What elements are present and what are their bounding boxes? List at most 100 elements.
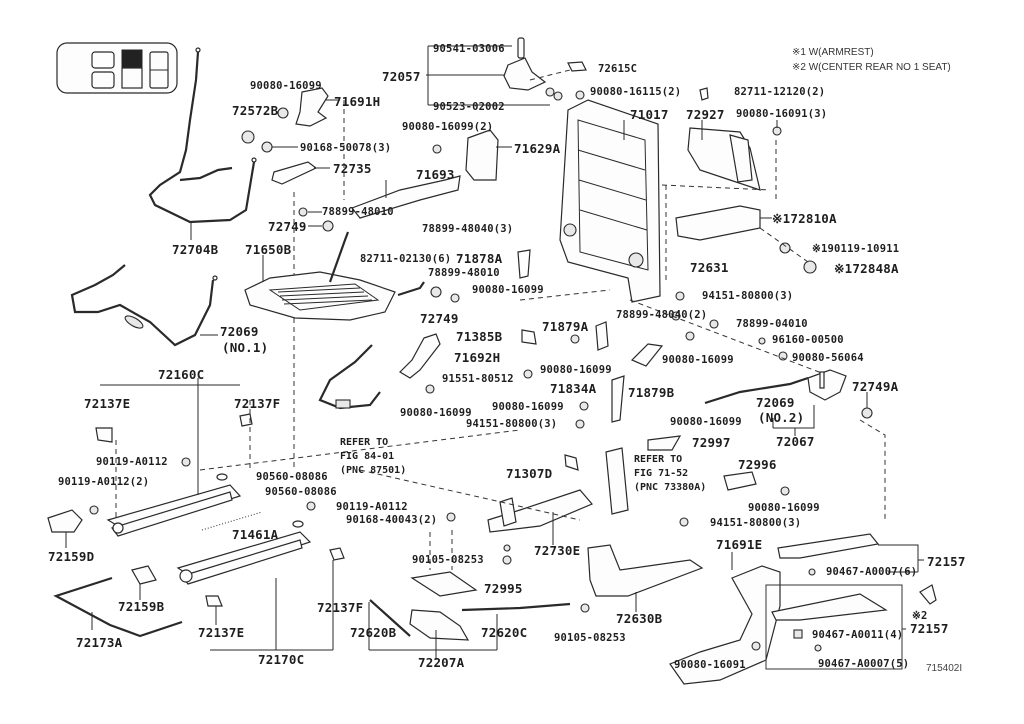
part-label[interactable]: 72749 <box>268 219 307 234</box>
part-label[interactable]: 72057 <box>382 69 421 84</box>
part-label[interactable]: 90105-08253 <box>554 632 626 644</box>
bracket-72207a <box>409 609 470 641</box>
part-label[interactable]: 90080-56064 <box>792 352 864 364</box>
part-label[interactable]: 72620B <box>350 625 397 640</box>
part-label[interactable]: ※172810A <box>772 211 837 226</box>
part-label[interactable]: 72927 <box>686 107 725 122</box>
part-label[interactable]: 72137E <box>198 625 245 640</box>
seat-track-72170c <box>176 531 312 585</box>
part-label[interactable]: 72572B <box>232 103 279 118</box>
part-label[interactable]: 78899-48040(3) <box>422 223 514 235</box>
part-label[interactable]: 90119-A0112 <box>96 456 168 468</box>
part-label[interactable]: 71879B <box>628 385 675 400</box>
part-label[interactable]: 71879A <box>542 319 589 334</box>
part-label[interactable]: 82711-02130(6) <box>360 253 452 265</box>
window-switch-panel-icon <box>56 42 178 94</box>
screw-90080-16099-a <box>277 107 289 119</box>
part-label[interactable]: 71834A <box>550 381 597 396</box>
part-label[interactable]: (NO.1) <box>222 340 269 355</box>
part-label[interactable]: 72137E <box>84 396 131 411</box>
cover-71629a <box>465 129 499 181</box>
part-label[interactable]: 71878A <box>456 251 503 266</box>
part-label[interactable]: 71650B <box>245 242 292 257</box>
part-label[interactable]: 71692H <box>454 350 501 365</box>
part-label[interactable]: 72615C <box>598 63 638 75</box>
part-label[interactable]: 72137F <box>234 396 281 411</box>
part-label[interactable]: 78899-48010 <box>428 267 500 279</box>
part-label[interactable]: 72067 <box>776 434 815 449</box>
part-label[interactable]: ※190119-10911 <box>812 243 900 255</box>
part-label[interactable]: (NO.2) <box>758 410 805 425</box>
part-label[interactable]: 72620C <box>481 625 528 640</box>
part-label[interactable]: 72173A <box>76 635 123 650</box>
part-label[interactable]: 90105-08253 <box>412 554 484 566</box>
part-label[interactable]: 90560-08086 <box>256 471 328 483</box>
part-label[interactable]: 94151-80800(3) <box>466 418 558 430</box>
part-label[interactable]: 72749 <box>420 311 459 326</box>
part-label[interactable]: 72630B <box>616 611 663 626</box>
part-label[interactable]: 90080-16091 <box>674 659 746 671</box>
part-label[interactable]: 72995 <box>484 581 523 596</box>
part-label[interactable]: 90080-16091(3) <box>736 108 828 120</box>
part-label[interactable]: 82711-12120(2) <box>734 86 826 98</box>
part-label[interactable]: 72160C <box>158 367 205 382</box>
part-label[interactable]: 72735 <box>333 161 372 176</box>
bushing-72749a <box>861 407 873 419</box>
part-label[interactable]: 72069 <box>756 395 795 410</box>
part-label[interactable]: 94151-80800(3) <box>710 517 802 529</box>
part-label[interactable]: 72157 <box>910 621 949 636</box>
part-label[interactable]: 90080-16099 <box>670 416 742 428</box>
part-label[interactable]: 72996 <box>738 457 777 472</box>
part-label[interactable]: 96160-00500 <box>772 334 844 346</box>
part-label[interactable]: 90080-16099(2) <box>402 121 494 133</box>
part-label[interactable]: 72159B <box>118 599 165 614</box>
part-label[interactable]: 71385B <box>456 329 503 344</box>
part-label[interactable]: 90467-A0007(6) <box>826 566 918 578</box>
part-label[interactable]: 90080-16099 <box>748 502 820 514</box>
part-label[interactable]: 72207A <box>418 655 465 670</box>
part-label[interactable]: 78899-48040(2) <box>616 309 708 321</box>
part-label[interactable]: 72730E <box>534 543 581 558</box>
part-label[interactable]: 90560-08086 <box>265 486 337 498</box>
part-label[interactable]: 71461A <box>232 527 279 542</box>
part-label[interactable]: 90523-02002 <box>433 101 505 113</box>
cover-72157-upper <box>777 533 880 559</box>
part-label[interactable]: 72137F <box>317 600 364 615</box>
part-label[interactable]: 90467-A0011(4) <box>812 629 904 641</box>
part-label[interactable]: 72170C <box>258 652 305 667</box>
part-label[interactable]: 71691H <box>334 94 381 109</box>
part-label[interactable]: 72997 <box>692 435 731 450</box>
part-label[interactable]: 71691E <box>716 537 763 552</box>
part-label[interactable]: 78899-04010 <box>736 318 808 330</box>
part-label[interactable]: 90168-40043(2) <box>346 514 438 526</box>
part-label[interactable]: 90080-16099 <box>540 364 612 376</box>
part-label[interactable]: 72631 <box>690 260 729 275</box>
part-label[interactable]: 90168-50078(3) <box>300 142 392 154</box>
part-label[interactable]: 71017 <box>630 107 669 122</box>
cover-72159b <box>131 565 157 585</box>
part-label[interactable]: 71307D <box>506 466 553 481</box>
part-label[interactable]: 72069 <box>220 324 259 339</box>
part-label[interactable]: 91551-80512 <box>442 373 514 385</box>
part-label[interactable]: 90541-03006 <box>433 43 505 55</box>
part-label[interactable]: 90080-16099 <box>250 80 322 92</box>
part-label[interactable]: 90080-16099 <box>662 354 734 366</box>
part-label[interactable]: 72159D <box>48 549 95 564</box>
part-label[interactable]: 90119-A0112(2) <box>58 476 150 488</box>
part-label[interactable]: 90080-16099 <box>472 284 544 296</box>
part-label[interactable]: 72704B <box>172 242 219 257</box>
part-label[interactable]: 90080-16099 <box>400 407 472 419</box>
part-label[interactable]: 90119-A0112 <box>336 501 408 513</box>
part-label[interactable]: 90467-A0007(5) <box>818 658 910 670</box>
part-label[interactable]: 78899-48010 <box>322 206 394 218</box>
part-label[interactable]: ※172848A <box>834 261 899 276</box>
part-label[interactable]: 71629A <box>514 141 561 156</box>
part-label[interactable]: 90080-16115(2) <box>590 86 682 98</box>
part-label[interactable]: 72749A <box>852 379 899 394</box>
part-label[interactable]: 72157 <box>927 554 966 569</box>
part-label[interactable]: 90080-16099 <box>492 401 564 413</box>
part-label[interactable]: 94151-80800(3) <box>702 290 794 302</box>
part-label[interactable]: 71693 <box>416 167 455 182</box>
